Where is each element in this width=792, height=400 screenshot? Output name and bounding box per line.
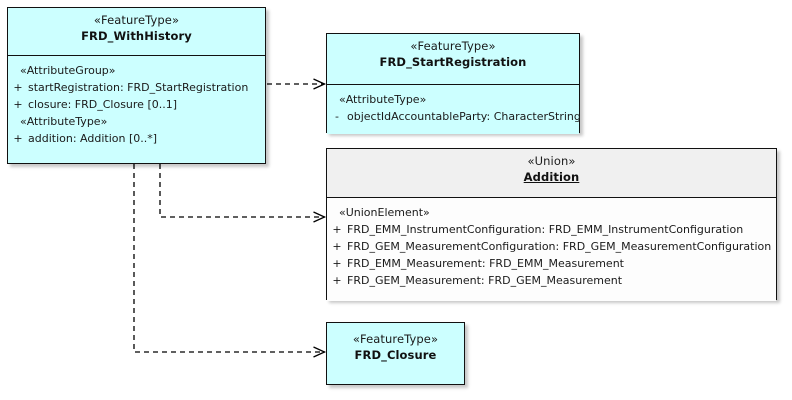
class-stereotype: «Union» xyxy=(527,154,576,168)
connector-with-history-to-closure xyxy=(133,164,327,358)
attribute-text: FRD_EMM_Measurement: FRD_EMM_Measurement xyxy=(347,257,624,270)
attribute-row[interactable]: + FRD_GEM_Measurement: FRD_GEM_Measureme… xyxy=(327,272,776,289)
class-name: FRD_WithHistory xyxy=(81,29,192,43)
attribute-group-label: «AttributeType» xyxy=(339,93,427,106)
class-box-frd-start-registration[interactable]: «FeatureType» FRD_StartRegistration «Att… xyxy=(326,33,581,134)
attribute-row[interactable]: + FRD_GEM_MeasurementConfiguration: FRD_… xyxy=(327,238,776,255)
class-header-frd-start-registration: «FeatureType» FRD_StartRegistration xyxy=(327,34,579,85)
class-box-frd-with-history[interactable]: «FeatureType» FRD_WithHistory «Attribute… xyxy=(7,7,266,164)
attribute-row[interactable]: + addition: Addition [0..*] xyxy=(8,130,265,147)
class-box-addition[interactable]: «Union» Addition «UnionElement» + FRD_EM… xyxy=(326,148,777,301)
class-name: Addition xyxy=(523,170,580,184)
class-stereotype: «FeatureType» xyxy=(93,13,180,27)
attribute-text: FRD_EMM_InstrumentConfiguration: FRD_EMM… xyxy=(347,223,744,236)
visibility-marker: + xyxy=(332,223,342,236)
visibility-marker: + xyxy=(13,98,23,111)
attribute-row[interactable]: + startRegistration: FRD_StartRegistrati… xyxy=(8,79,265,96)
visibility-marker: + xyxy=(13,132,23,145)
attribute-row[interactable]: + FRD_EMM_InstrumentConfiguration: FRD_E… xyxy=(327,221,776,238)
visibility-marker: + xyxy=(332,257,342,270)
attribute-text: startRegistration: FRD_StartRegistration xyxy=(28,81,249,94)
attribute-text: FRD_GEM_Measurement: FRD_GEM_Measurement xyxy=(347,274,623,287)
attribute-text: closure: FRD_Closure [0..1] xyxy=(28,98,178,111)
attribute-group-label: «UnionElement» xyxy=(339,206,430,219)
class-body-addition: «UnionElement» + FRD_EMM_InstrumentConfi… xyxy=(327,198,776,301)
attribute-row[interactable]: + FRD_EMM_Measurement: FRD_EMM_Measureme… xyxy=(327,255,776,272)
class-header-frd-closure: «FeatureType» FRD_Closure xyxy=(327,323,464,384)
attribute-row[interactable]: - objectIdAccountableParty: CharacterStr… xyxy=(327,108,581,125)
attribute-text: addition: Addition [0..*] xyxy=(28,132,158,145)
visibility-marker: + xyxy=(13,81,23,94)
class-body-frd-start-registration: «AttributeType» - objectIdAccountablePar… xyxy=(327,85,581,134)
visibility-marker: - xyxy=(335,110,339,123)
class-header-addition: «Union» Addition xyxy=(327,149,776,198)
class-body-frd-with-history: «AttributeGroup» + startRegistration: FR… xyxy=(8,56,265,163)
class-header-frd-with-history: «FeatureType» FRD_WithHistory xyxy=(8,8,265,56)
class-name: FRD_Closure xyxy=(354,348,437,362)
class-stereotype: «FeatureType» xyxy=(410,39,496,53)
attribute-text: FRD_GEM_MeasurementConfiguration: FRD_GE… xyxy=(347,240,772,253)
class-name: FRD_StartRegistration xyxy=(379,55,527,69)
class-box-frd-closure[interactable]: «FeatureType» FRD_Closure xyxy=(326,322,465,385)
attribute-group-label: «AttributeGroup» xyxy=(20,64,116,77)
attribute-text: objectIdAccountableParty: CharacterStrin… xyxy=(347,110,581,123)
attribute-row[interactable]: + closure: FRD_Closure [0..1] xyxy=(8,96,265,113)
attribute-group-label: «AttributeType» xyxy=(20,115,108,128)
visibility-marker: + xyxy=(332,240,342,253)
class-stereotype: «FeatureType» xyxy=(352,332,439,346)
visibility-marker: + xyxy=(332,274,342,287)
connector-with-history-to-addition xyxy=(159,164,327,223)
